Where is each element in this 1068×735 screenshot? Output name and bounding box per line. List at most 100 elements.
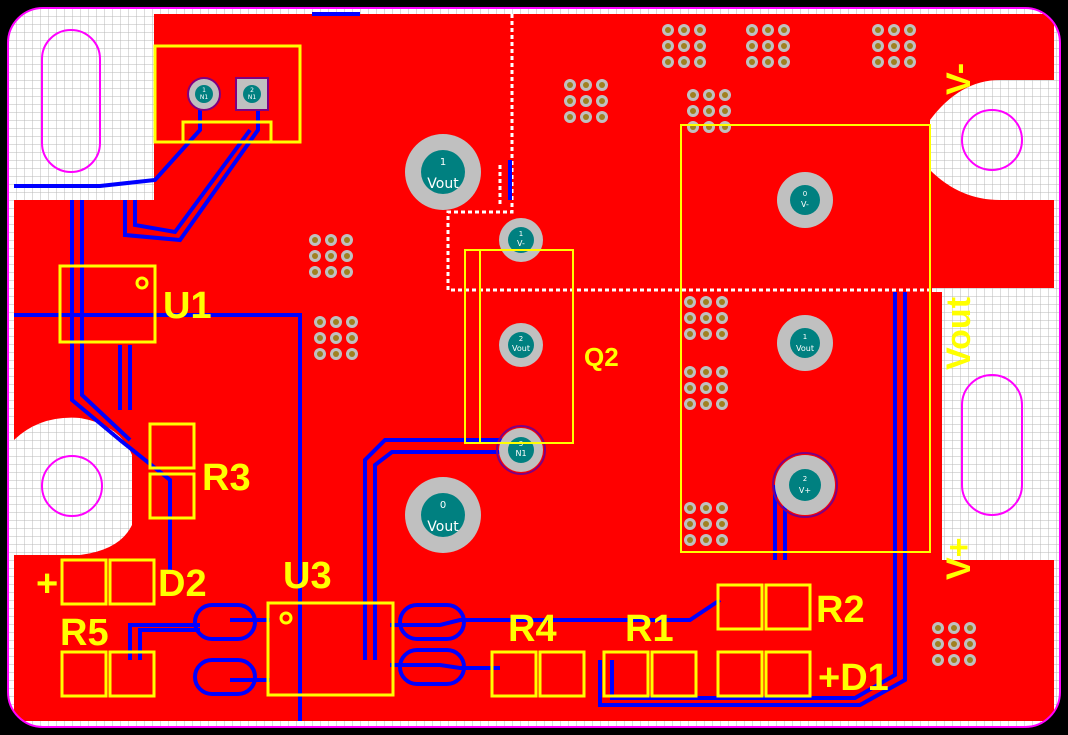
via-drill bbox=[781, 27, 787, 33]
hatch-island-right bbox=[942, 292, 1054, 554]
via-drill bbox=[317, 351, 323, 357]
pad-q2-2: 2 Vout bbox=[499, 323, 543, 367]
copper-clearance bbox=[446, 14, 932, 292]
via-drill bbox=[703, 369, 709, 375]
silk-r2-b bbox=[764, 583, 812, 631]
via-drill bbox=[907, 59, 913, 65]
silk-r4-a bbox=[490, 650, 538, 698]
via-drill bbox=[599, 98, 605, 104]
pad-q2-1: 1 V- bbox=[499, 218, 543, 262]
svg-text:V-: V- bbox=[801, 200, 809, 209]
via-drill bbox=[722, 92, 728, 98]
label-r5: R5 bbox=[60, 612, 109, 654]
via-drill bbox=[703, 537, 709, 543]
pad-conn-0: 0 V- bbox=[777, 172, 833, 228]
silk-r2-a bbox=[716, 583, 764, 631]
silk-r4-b bbox=[538, 650, 586, 698]
silk-r5-b bbox=[108, 650, 156, 698]
via-drill bbox=[967, 657, 973, 663]
svg-text:V+: V+ bbox=[799, 486, 811, 495]
via-drill bbox=[697, 27, 703, 33]
via-drill bbox=[719, 505, 725, 511]
silk-d1-a bbox=[716, 650, 764, 698]
svg-text:Vout: Vout bbox=[427, 176, 459, 192]
silk-u1-pin1 bbox=[135, 276, 149, 290]
via-drill bbox=[690, 108, 696, 114]
via-drill bbox=[312, 253, 318, 259]
silk-u3 bbox=[266, 601, 395, 697]
via-drill bbox=[599, 82, 605, 88]
via-drill bbox=[719, 369, 725, 375]
via-drill bbox=[935, 641, 941, 647]
via-drill bbox=[687, 299, 693, 305]
via-drill bbox=[703, 315, 709, 321]
silk-d2-b bbox=[108, 558, 156, 606]
via-drill bbox=[719, 521, 725, 527]
via-drill bbox=[703, 385, 709, 391]
via-drill bbox=[344, 237, 350, 243]
silk-r3-a bbox=[148, 422, 196, 470]
via-drill bbox=[703, 505, 709, 511]
via-drill bbox=[706, 108, 712, 114]
via-drill bbox=[781, 43, 787, 49]
via-drill bbox=[690, 92, 696, 98]
via-drill bbox=[567, 82, 573, 88]
silk-conn bbox=[680, 124, 931, 553]
via-drill bbox=[333, 351, 339, 357]
via-drill bbox=[891, 27, 897, 33]
svg-text:1: 1 bbox=[803, 333, 807, 341]
via-drill bbox=[749, 59, 755, 65]
via-drill bbox=[349, 335, 355, 341]
via-drill bbox=[583, 82, 589, 88]
via-drill bbox=[665, 43, 671, 49]
hole-left bbox=[41, 455, 103, 517]
svg-text:Vout: Vout bbox=[427, 519, 459, 535]
via-drill bbox=[951, 641, 957, 647]
label-u1: U1 bbox=[163, 285, 212, 327]
label-d1: +D1 bbox=[818, 657, 889, 699]
svg-text:1: 1 bbox=[519, 230, 523, 238]
via-drill bbox=[719, 315, 725, 321]
pad-vout-1: 1 Vout bbox=[405, 134, 481, 210]
svg-text:V-: V- bbox=[517, 239, 525, 248]
label-r1: R1 bbox=[625, 608, 674, 650]
via-drill bbox=[687, 385, 693, 391]
svg-text:0: 0 bbox=[440, 500, 446, 511]
via-drill bbox=[567, 114, 573, 120]
via-drill bbox=[317, 319, 323, 325]
via-drill bbox=[703, 299, 709, 305]
silk-u1 bbox=[58, 264, 157, 344]
via-drill bbox=[344, 269, 350, 275]
via-drill bbox=[687, 331, 693, 337]
svg-text:2: 2 bbox=[519, 335, 523, 343]
via-drill bbox=[317, 335, 323, 341]
via-drill bbox=[681, 43, 687, 49]
via-drill bbox=[907, 43, 913, 49]
slot-top-left bbox=[41, 29, 101, 173]
mounting-holes bbox=[41, 29, 1023, 517]
via-drill bbox=[967, 625, 973, 631]
via-drill bbox=[722, 108, 728, 114]
svg-text:N1: N1 bbox=[515, 449, 526, 458]
svg-text:Vout: Vout bbox=[512, 344, 530, 353]
silk-q2 bbox=[464, 249, 574, 444]
via-drill bbox=[765, 43, 771, 49]
via-drill bbox=[765, 59, 771, 65]
label-r3: R3 bbox=[202, 457, 251, 499]
label-d2: D2 bbox=[158, 563, 207, 605]
silkscreen bbox=[58, 44, 931, 698]
svg-text:1: 1 bbox=[202, 87, 206, 94]
via-drill bbox=[687, 521, 693, 527]
silk-r1-a bbox=[602, 650, 650, 698]
label-u3: U3 bbox=[283, 555, 332, 597]
via-drill bbox=[749, 27, 755, 33]
via-drill bbox=[333, 335, 339, 341]
via-array bbox=[309, 24, 976, 666]
svg-text:Vout: Vout bbox=[796, 344, 814, 353]
via-drill bbox=[875, 27, 881, 33]
svg-text:0: 0 bbox=[803, 190, 807, 198]
pad-conn-1: 1 Vout bbox=[777, 315, 833, 371]
svg-text:1: 1 bbox=[440, 157, 446, 168]
silk-d2-a bbox=[60, 558, 108, 606]
